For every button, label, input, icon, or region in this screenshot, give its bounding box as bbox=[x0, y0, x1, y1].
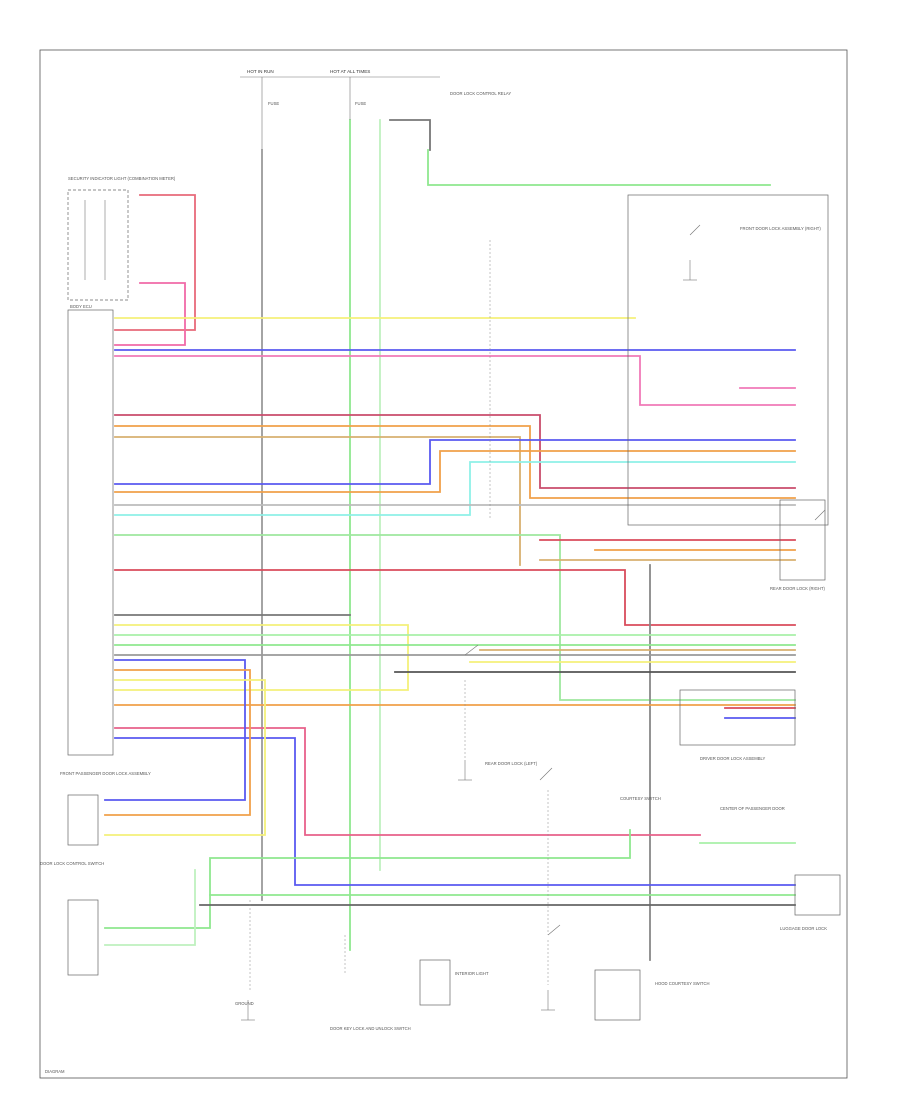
front-right-door-label: FRONT DOOR LOCK ASSEMBLY (RIGHT) bbox=[740, 226, 821, 231]
page-note: DIAGRAM bbox=[45, 1069, 65, 1074]
luggage-door-label: LUGGAGE DOOR LOCK bbox=[780, 926, 827, 931]
wire-red-sec bbox=[114, 194, 196, 331]
switch-5 bbox=[814, 509, 826, 521]
switch-1 bbox=[464, 644, 479, 656]
interior-light-box bbox=[419, 959, 451, 1006]
wire-blue-fp bbox=[104, 659, 246, 801]
hood-courtesy-label: HOOD COURTESY SWITCH bbox=[655, 981, 710, 986]
ground-symbol-4 bbox=[683, 260, 697, 281]
switch-2 bbox=[539, 767, 553, 781]
wire-pink-6 bbox=[114, 727, 701, 836]
center-pass-door-label-2: CENTER OF PASSENGER DOOR bbox=[720, 806, 785, 811]
hood-courtesy-box bbox=[594, 969, 641, 1021]
door-key-label: DOOR KEY LOCK AND UNLOCK SWITCH bbox=[330, 1026, 411, 1031]
front-right-door-box bbox=[627, 194, 829, 526]
wire-pink-2 bbox=[114, 355, 796, 406]
wire-green-2 bbox=[114, 534, 796, 701]
ground-symbol-2 bbox=[541, 990, 555, 1011]
courtesy-switch-label: COURTESY SWITCH bbox=[620, 796, 661, 801]
ground-label: GROUND bbox=[235, 1001, 254, 1006]
wire-yellow-5 bbox=[114, 624, 409, 691]
rear-left-door-label: REAR DOOR LOCK (LEFT) bbox=[485, 761, 538, 766]
wire-pink-sec bbox=[114, 282, 186, 346]
wire-red-3 bbox=[114, 569, 796, 626]
wire-cyan-1 bbox=[114, 461, 796, 516]
center-pass-door-box bbox=[679, 689, 796, 746]
fuse-left-label: FUSE bbox=[268, 101, 279, 106]
wire-yellow-fp bbox=[104, 679, 266, 836]
wire-green-7 bbox=[104, 829, 631, 929]
switch-4 bbox=[547, 924, 561, 936]
wire-darkgray-top bbox=[389, 119, 431, 151]
body-ecu-box bbox=[67, 309, 114, 756]
wire-lightgreen-8 bbox=[104, 869, 196, 946]
top-label-group: HOT IN RUN HOT AT ALL TIMES FUSE FUSE DO… bbox=[240, 69, 511, 150]
front-passenger-door-label: FRONT PASSENGER DOOR LOCK ASSEMBLY bbox=[60, 771, 151, 776]
wire-orange-3 bbox=[114, 450, 796, 493]
wire-group bbox=[104, 119, 796, 961]
luggage-door-box bbox=[794, 874, 841, 916]
interior-light-label: INTERIOR LIGHT bbox=[455, 971, 489, 976]
center-pass-door-label: DRIVER DOOR LOCK ASSEMBLY bbox=[700, 756, 766, 761]
component-group: SECURITY INDICATOR LIGHT (COMBINATION ME… bbox=[40, 176, 841, 1031]
ground-symbol-1 bbox=[458, 760, 472, 781]
wire-orange-fp bbox=[104, 669, 251, 816]
fuse-mid-label: FUSE bbox=[355, 101, 366, 106]
diagram-frame bbox=[39, 49, 848, 1079]
hot-run-label-2: HOT AT ALL TIMES bbox=[330, 69, 370, 74]
wire-tan-2 bbox=[114, 436, 521, 566]
rear-right-door-label: REAR DOOR LOCK (RIGHT) bbox=[770, 586, 826, 591]
relay-note-label: DOOR LOCK CONTROL RELAY bbox=[450, 91, 511, 96]
door-lock-switch-box bbox=[67, 899, 99, 976]
hot-run-label-1: HOT IN RUN bbox=[247, 69, 274, 74]
rear-right-door-box bbox=[779, 499, 826, 581]
front-passenger-door-box bbox=[67, 794, 99, 846]
wire-blue-2 bbox=[114, 439, 796, 485]
ground-symbol-3 bbox=[241, 1000, 255, 1021]
security-indicator-label: SECURITY INDICATOR LIGHT (COMBINATION ME… bbox=[68, 176, 176, 181]
security-indicator-box bbox=[67, 189, 129, 301]
wire-green-top bbox=[427, 149, 771, 186]
door-lock-switch-label: DOOR LOCK CONTROL SWITCH bbox=[40, 861, 104, 866]
body-ecu-label: BODY ECU bbox=[70, 304, 92, 309]
switch-3 bbox=[689, 224, 701, 236]
wire-blue-6 bbox=[114, 737, 796, 886]
